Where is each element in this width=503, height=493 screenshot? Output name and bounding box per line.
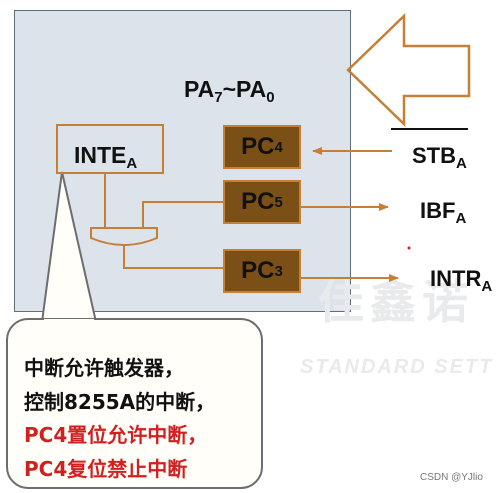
inte-a-label: INTEA xyxy=(74,142,138,172)
pc5-to-gate-wire xyxy=(142,201,223,228)
port-a-label: PA7~PA0 xyxy=(184,76,275,106)
callout-line-4: PC4复位禁止中断 xyxy=(24,457,188,481)
data-input-arrow xyxy=(346,13,471,127)
intr-a-label: INTRA xyxy=(430,266,493,295)
callout-line-2: 控制8255A的中断， xyxy=(24,390,216,414)
watermark-logo: 佳鑫诺 xyxy=(318,276,474,328)
callout-line-3: PC4置位允许中断， xyxy=(24,423,208,447)
and-gate xyxy=(90,227,158,246)
marker-dot xyxy=(407,246,411,250)
callout-line-1: 中断允许触发器， xyxy=(24,356,184,380)
source-credit: CSDN @YJlio xyxy=(420,472,483,483)
stb-a-label: STBA xyxy=(412,143,467,172)
gate-to-pc3-wire xyxy=(123,245,223,269)
inte-a-box xyxy=(56,124,164,174)
ibf-a-label: IBFA xyxy=(420,198,467,227)
callout-bubble xyxy=(6,318,263,489)
watermark-text: STANDARD SETT xyxy=(300,356,494,378)
